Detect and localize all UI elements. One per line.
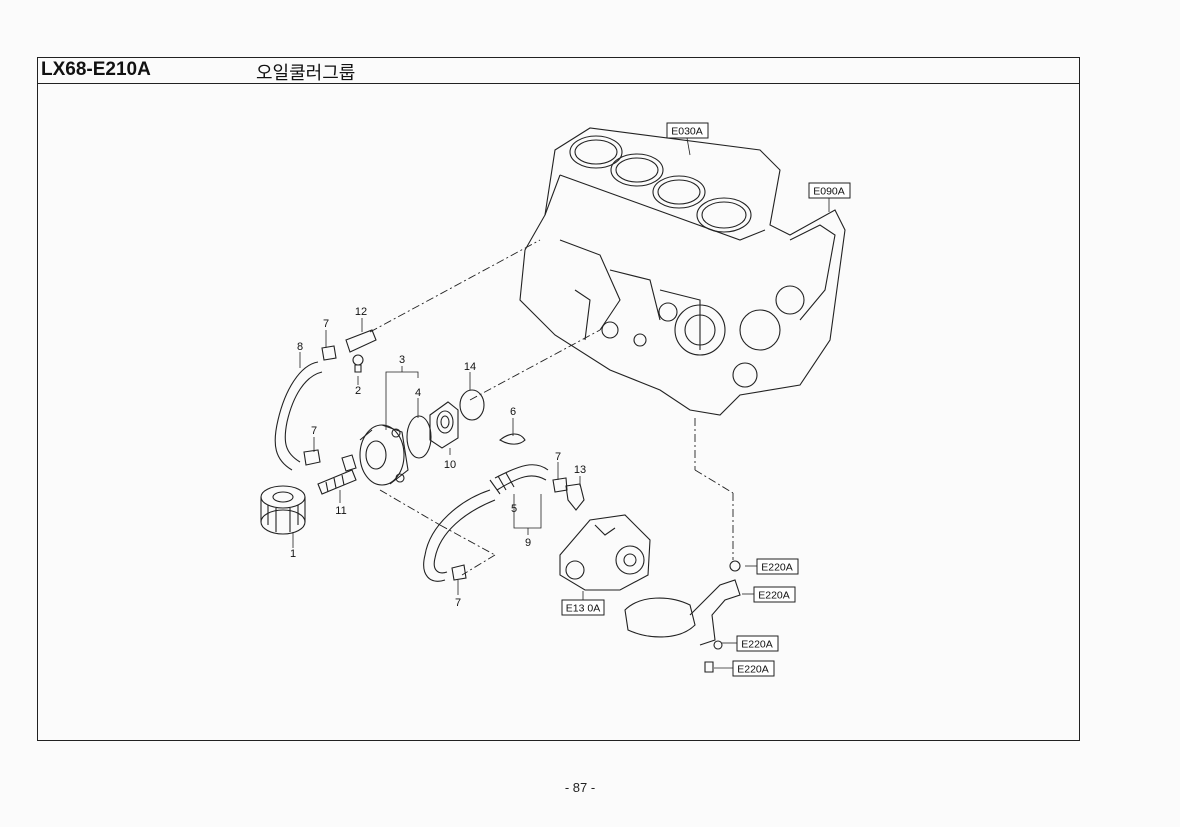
gasket-drawing <box>429 401 459 449</box>
ref-box-e090a[interactable]: E090A <box>808 182 851 199</box>
callout-leader-lines <box>292 137 830 669</box>
callout-9: 9 <box>525 537 531 549</box>
ref-label-e130a: E13 0A <box>566 603 600 615</box>
callout-3: 3 <box>399 354 405 366</box>
union-fitting-drawing <box>345 329 377 373</box>
lower-hose-drawing <box>423 489 496 582</box>
callout-5: 5 <box>511 503 517 515</box>
callout-7c: 7 <box>555 451 561 463</box>
ref-box-e130a[interactable]: E13 0A <box>561 599 605 616</box>
o-ring-14-drawing <box>459 389 485 421</box>
ref-label-e220a-4: E220A <box>737 664 769 676</box>
callout-14: 14 <box>464 361 476 373</box>
water-pump-drawing <box>559 514 651 591</box>
oil-cooler-drawing <box>359 424 409 486</box>
water-pipe-drawing <box>489 464 549 495</box>
elbow-drawing <box>565 483 585 511</box>
callout-8: 8 <box>297 341 303 353</box>
callout-13: 13 <box>574 464 586 476</box>
ref-box-e220a-1[interactable]: E220A <box>756 558 799 575</box>
engine-block-drawing <box>519 127 846 416</box>
group-code: LX68-E210A <box>41 59 151 80</box>
ref-box-e030a[interactable]: E030A <box>666 122 709 139</box>
callout-7b: 7 <box>311 425 317 437</box>
callout-7d: 7 <box>455 597 461 609</box>
ref-box-e220a-3[interactable]: E220A <box>736 635 779 652</box>
callout-6: 6 <box>510 406 516 418</box>
ref-label-e220a-2: E220A <box>758 590 790 602</box>
group-title: 오일쿨러그룹 <box>256 63 356 84</box>
callout-2: 2 <box>355 385 361 397</box>
callout-11: 11 <box>335 505 346 517</box>
header-bar: LX68-E210A 오일쿨러그룹 <box>38 58 1079 84</box>
diagram-frame: LX68-E210A 오일쿨러그룹 <box>37 57 1080 741</box>
ref-box-e220a-2[interactable]: E220A <box>753 586 796 603</box>
connector-drawing <box>317 454 357 495</box>
callout-4: 4 <box>415 387 421 399</box>
oil-filter-drawing <box>260 485 306 535</box>
ref-label-e220a-3: E220A <box>741 639 773 651</box>
callout-1: 1 <box>290 548 296 560</box>
ref-label-e030a: E030A <box>671 126 703 138</box>
oil-strainer-drawing <box>624 560 741 673</box>
page-number: - 87 - <box>564 780 596 795</box>
dashed-leader-lines <box>369 239 734 576</box>
callout-12: 12 <box>355 306 367 318</box>
callout-10: 10 <box>444 459 456 471</box>
o-ring-4-drawing <box>406 415 432 459</box>
clip-drawing <box>499 433 526 445</box>
ref-box-e220a-4[interactable]: E220A <box>732 660 775 677</box>
ref-label-e090a: E090A <box>813 186 845 198</box>
ref-label-e220a-1: E220A <box>761 562 793 574</box>
hose-drawing <box>274 361 323 471</box>
callout-7a: 7 <box>323 318 329 330</box>
